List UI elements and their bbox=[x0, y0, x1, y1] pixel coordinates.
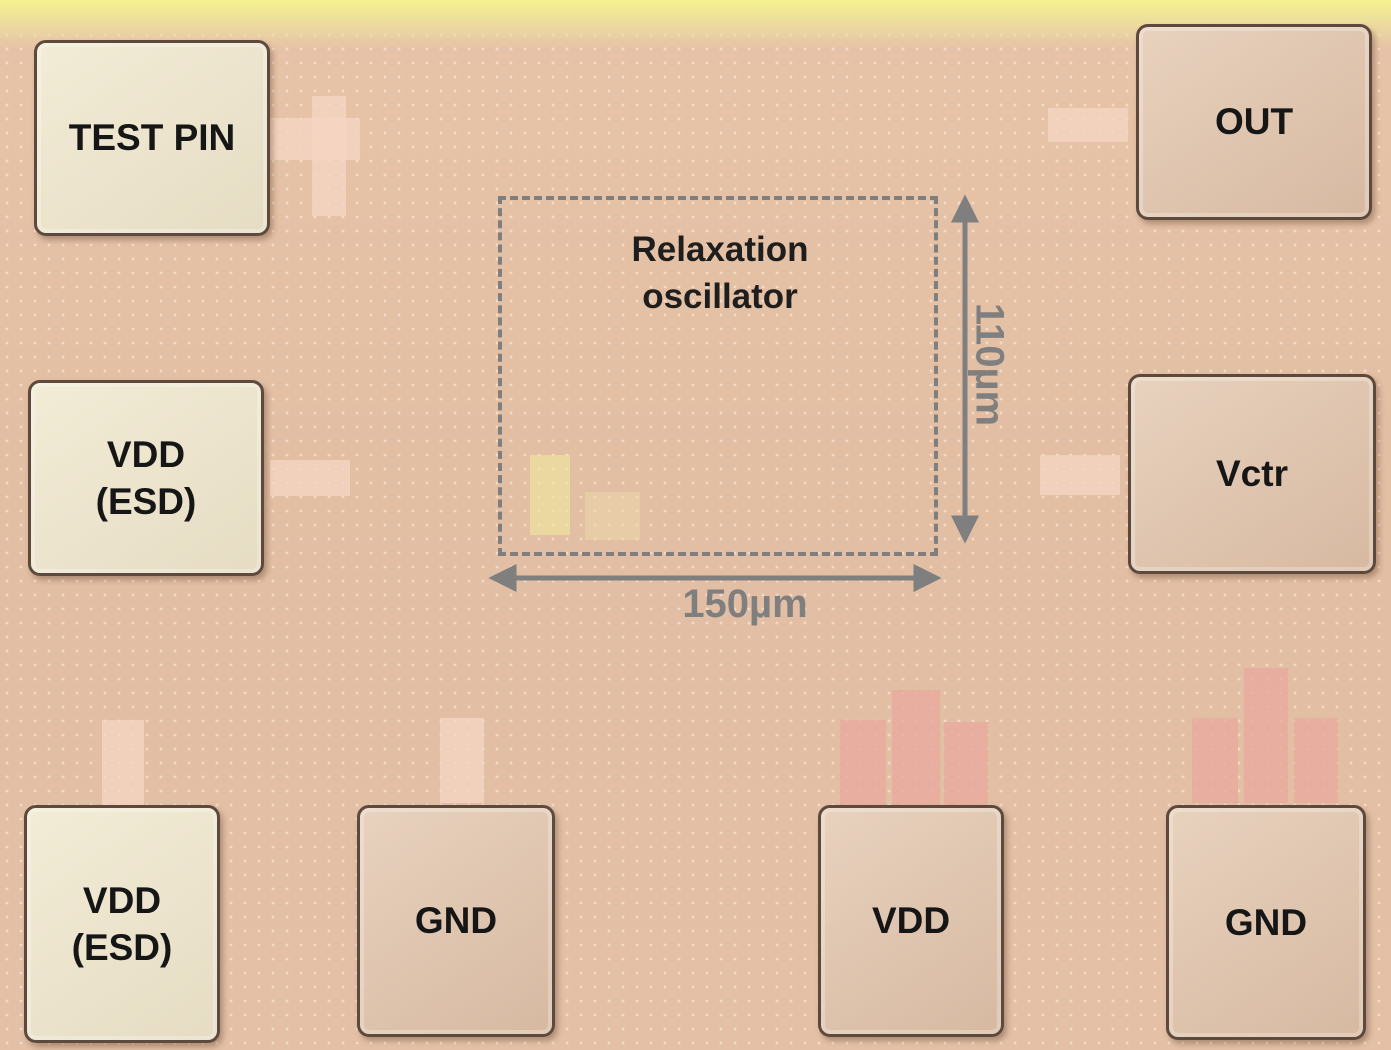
width-arrow-head-left bbox=[488, 563, 517, 593]
pad-test-pin: TEST PIN bbox=[34, 40, 270, 236]
trace bbox=[840, 720, 886, 805]
oscillator-block-outline bbox=[498, 196, 938, 556]
width-arrow-head-right bbox=[913, 563, 942, 593]
height-dimension-label: 110µm bbox=[967, 302, 1012, 427]
trace bbox=[1192, 718, 1238, 803]
trace bbox=[530, 455, 570, 535]
pad-out: OUT bbox=[1136, 24, 1372, 220]
trace bbox=[440, 718, 484, 803]
pad-vctr: Vctr bbox=[1128, 374, 1376, 574]
height-arrow-head-bottom bbox=[950, 515, 980, 544]
trace bbox=[312, 96, 346, 216]
pad-vdd-esd: VDD (ESD) bbox=[28, 380, 264, 576]
pad-gnd: GND bbox=[1166, 805, 1366, 1040]
height-arrow-head-top bbox=[950, 194, 980, 223]
trace bbox=[892, 690, 940, 805]
trace bbox=[585, 492, 640, 540]
pad-gnd: GND bbox=[357, 805, 555, 1037]
trace bbox=[1244, 668, 1288, 803]
pad-vdd: VDD bbox=[818, 805, 1004, 1037]
oscillator-block-label: Relaxation oscillator bbox=[631, 230, 809, 317]
trace bbox=[1048, 108, 1128, 142]
width-dimension-label: 150µm bbox=[682, 582, 808, 626]
trace bbox=[1294, 718, 1338, 803]
pad-vdd-esd: VDD (ESD) bbox=[24, 805, 220, 1043]
trace bbox=[1040, 455, 1120, 495]
trace bbox=[102, 720, 144, 805]
trace bbox=[944, 722, 988, 805]
trace bbox=[270, 460, 350, 496]
